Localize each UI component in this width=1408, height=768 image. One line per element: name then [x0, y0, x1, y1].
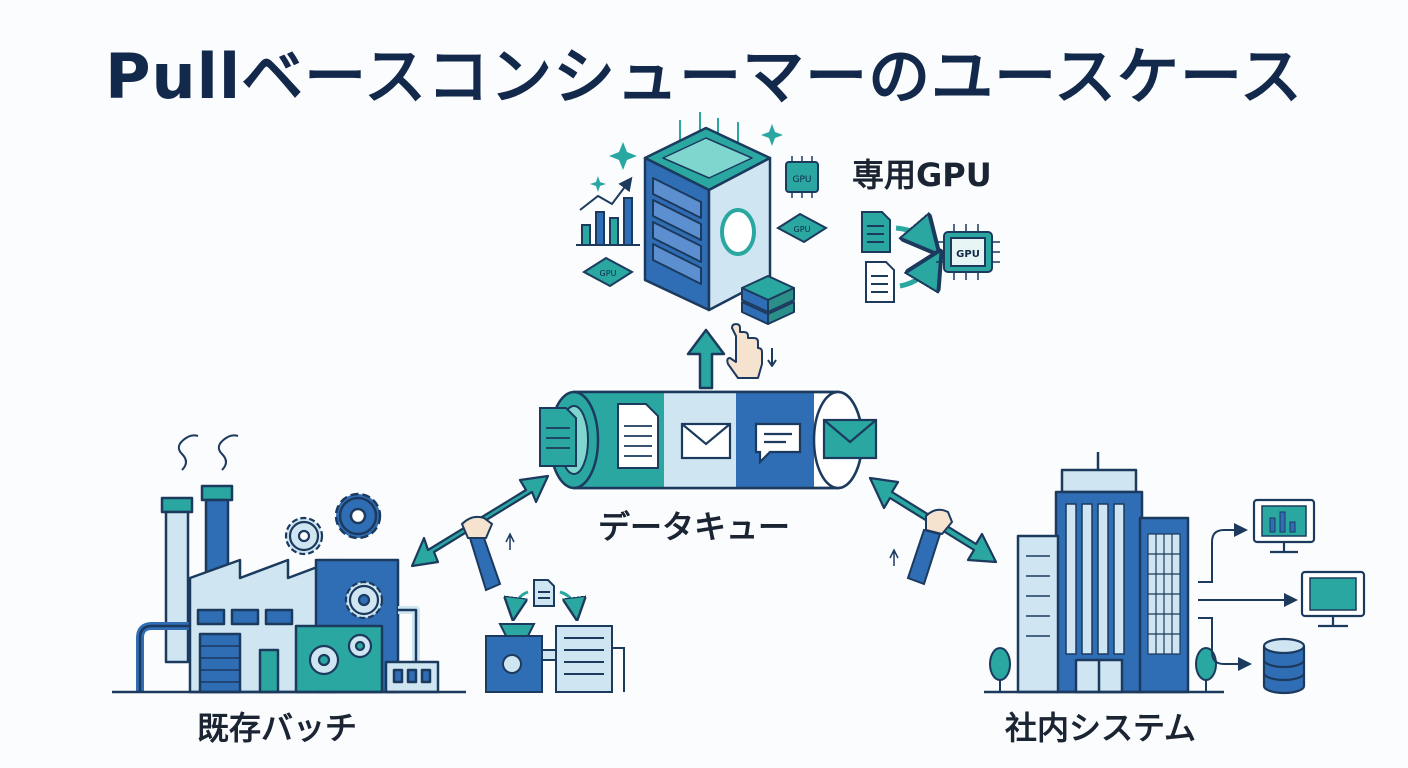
server-icon — [643, 112, 795, 325]
gpu-chip-icon: GPU — [582, 256, 634, 288]
flow-arrow — [895, 228, 934, 286]
system-label: 社内システム — [1005, 709, 1197, 747]
bar-chart-icon — [576, 176, 640, 246]
hand-icon — [726, 323, 777, 379]
sparkle-icon — [590, 124, 783, 192]
hand-icon — [460, 515, 515, 592]
envelope-icon — [822, 418, 878, 460]
chat-icon — [754, 422, 802, 465]
document-icon — [861, 211, 891, 253]
document-icon — [539, 407, 577, 467]
factory-icon — [136, 434, 440, 694]
envelope-icon — [680, 422, 732, 460]
gpu-chip-label: GPU — [600, 269, 617, 278]
document-icon — [865, 261, 895, 303]
gpu-chip-label: GPU — [794, 225, 811, 234]
gpu-chip-label: GPU — [793, 175, 812, 185]
gpu-chip-icon: GPU — [785, 156, 819, 198]
pull-arrow-up — [686, 328, 726, 390]
gpu-chip-label: GPU — [956, 249, 980, 260]
output-arrows — [1198, 523, 1298, 671]
batch-process-icon — [485, 579, 625, 693]
database-icon — [1262, 637, 1306, 695]
gpu-chip-icon: GPU — [936, 224, 1000, 280]
office-building-icon — [1016, 452, 1190, 694]
document-icon — [617, 403, 659, 469]
gpu-label: 専用GPU — [852, 156, 992, 194]
page-title: Pullベースコンシューマーのユースケース — [105, 40, 1303, 113]
gear-icon — [344, 580, 384, 620]
gear-icon — [308, 644, 340, 676]
monitor-icon — [1252, 498, 1316, 554]
gear-icon — [334, 492, 382, 540]
queue-label: データキュー — [598, 508, 791, 546]
batch-label: 既存バッチ — [197, 709, 358, 747]
tree-icon — [989, 647, 1217, 692]
monitor-icon — [1300, 570, 1366, 628]
gear-icon — [347, 633, 373, 659]
gpu-chip-icon: GPU — [776, 212, 828, 244]
hand-icon — [889, 508, 954, 586]
gear-icon — [284, 516, 324, 556]
